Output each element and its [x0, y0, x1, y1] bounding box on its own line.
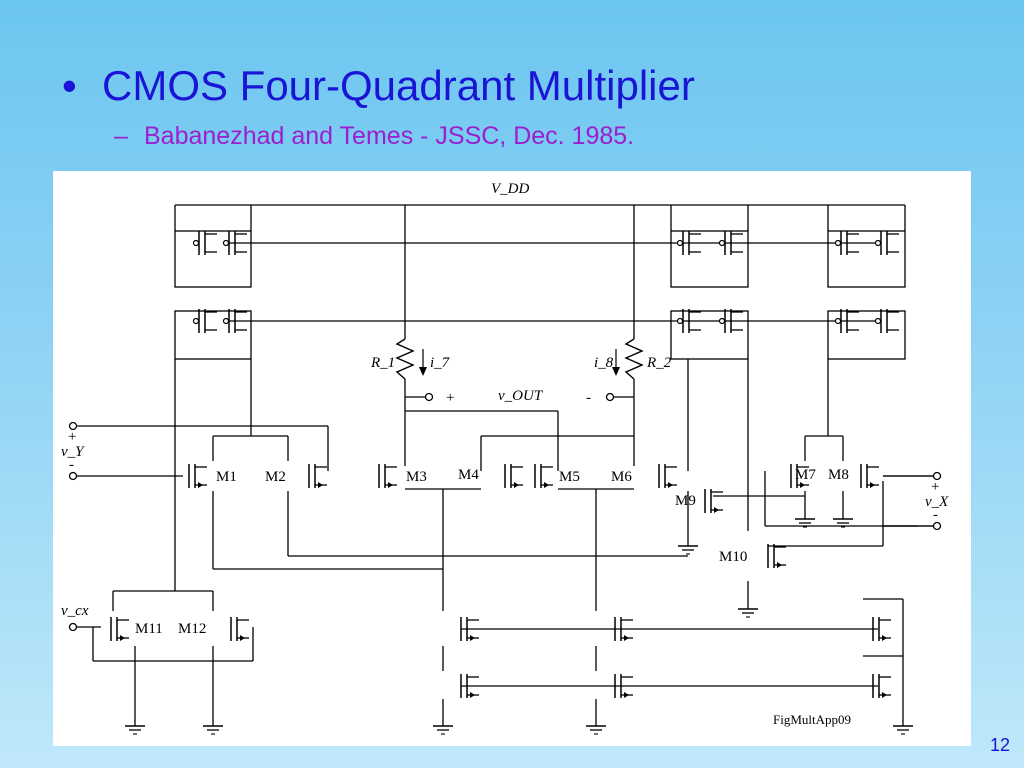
label-m8: M8	[828, 467, 849, 483]
label-vout: v_OUT	[498, 388, 544, 404]
label-vy-plus: +	[68, 429, 76, 445]
slide-title: • CMOS Four-Quadrant Multiplier	[62, 58, 695, 114]
sub-marker: –	[114, 122, 128, 150]
label-m7: M7	[795, 467, 816, 483]
label-out-plus: +	[446, 390, 454, 406]
subtitle-text: Babanezhad and Temes - JSSC, Dec. 1985.	[144, 122, 635, 150]
terminals	[68, 392, 942, 632]
label-m12: M12	[178, 621, 206, 637]
label-r1: R_1	[370, 355, 395, 371]
label-i7: i_7	[430, 355, 451, 371]
label-vx-minus: -	[933, 507, 938, 523]
label-m9: M9	[675, 493, 696, 509]
label-m6: M6	[611, 469, 632, 485]
page-number: 12	[989, 735, 1010, 755]
label-m3: M3	[406, 469, 427, 485]
label-vy: v_Y	[61, 444, 85, 460]
label-m11: M11	[135, 621, 163, 637]
label-m4: M4	[458, 467, 479, 483]
ground-symbols	[124, 508, 914, 735]
label-m5: M5	[559, 469, 580, 485]
label-m2: M2	[265, 469, 286, 485]
label-vy-minus: -	[69, 457, 74, 473]
nmos-transistors	[110, 463, 892, 699]
resistor-r2	[624, 338, 644, 380]
figure-caption: FigMultApp09	[773, 712, 851, 727]
slide-subtitle: –Babanezhad and Temes - JSSC, Dec. 1985.	[114, 120, 634, 152]
wires	[73, 204, 933, 716]
current-arrow-i7	[419, 367, 427, 376]
label-vcx: v_cx	[61, 603, 89, 619]
resistor-r1	[395, 338, 415, 380]
label-m1: M1	[216, 469, 237, 485]
label-vdd: V_DD	[491, 181, 529, 197]
label-vx-plus: +	[931, 479, 939, 495]
label-r2: R_2	[646, 355, 672, 371]
title-text: CMOS Four-Quadrant Multiplier	[102, 62, 695, 109]
circuit-schematic: V_DD R_1 i_7 R_2 i_8 + v_OUT - + v_Y - +…	[61, 181, 949, 735]
label-m10: M10	[719, 549, 747, 565]
label-i8: i_8	[594, 355, 614, 371]
pmos-transistors	[192, 230, 900, 334]
circuit-diagram-panel: V_DD R_1 i_7 R_2 i_8 + v_OUT - + v_Y - +…	[53, 171, 971, 746]
label-vx: v_X	[925, 494, 949, 510]
bullet-marker: •	[62, 62, 77, 109]
label-out-minus: -	[586, 390, 591, 406]
current-arrow-i8	[612, 367, 620, 376]
